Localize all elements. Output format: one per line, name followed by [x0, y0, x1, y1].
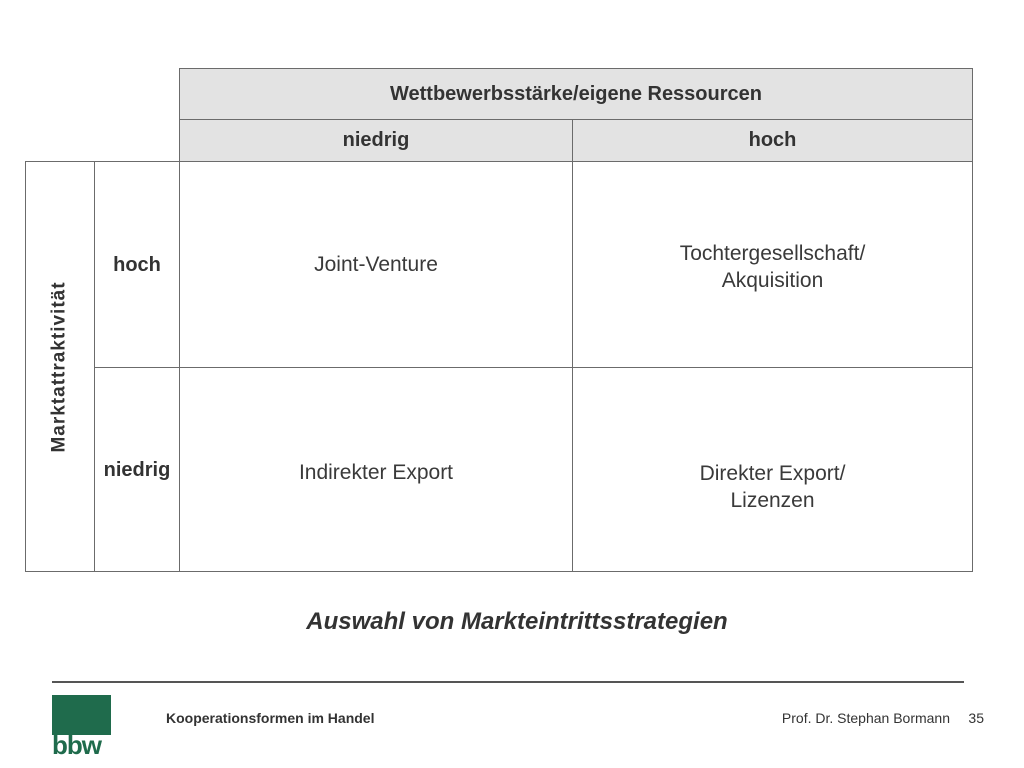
row-axis-title: Marktattraktivität: [25, 161, 95, 572]
row-header-high: hoch: [94, 161, 180, 368]
row-header-low-text: niedrig: [103, 459, 171, 481]
logo-block: [52, 695, 111, 735]
cell-text-line-2: Lizenzen: [730, 489, 815, 512]
cell-text-line-2: Akquisition: [721, 269, 824, 292]
footer-author: Prof. Dr. Stephan Bormann: [740, 710, 950, 726]
page-number: 35: [960, 710, 984, 726]
column-header-low-text: niedrig: [342, 129, 410, 151]
column-header-low: niedrig: [179, 119, 573, 162]
column-axis-title: Wettbewerbsstärke/eigene Ressourcen: [179, 68, 973, 120]
cell-text-line-1: Tochtergesellschaft/: [679, 242, 866, 265]
cell-low-attractiveness-low-strength: Indirekter Export: [179, 367, 573, 572]
column-axis-title-text: Wettbewerbsstärke/eigene Ressourcen: [389, 82, 762, 105]
footer-title-text: Kooperationsformen im Handel: [166, 710, 375, 726]
row-axis-title-text: Marktattraktivität: [49, 280, 71, 453]
cell-high-attractiveness-high-strength: Tochtergesellschaft/ Akquisition: [572, 161, 973, 368]
cell-high-attractiveness-low-strength: Joint-Venture: [179, 161, 573, 368]
footer-divider: [52, 681, 964, 683]
slide-caption-text: Auswahl von Markteintrittsstrategien: [306, 608, 728, 635]
cell-low-attractiveness-high-strength: Direkter Export/ Lizenzen: [572, 367, 973, 572]
row-header-low: niedrig: [94, 367, 180, 572]
footer-title: Kooperationsformen im Handel: [166, 710, 374, 726]
row-header-high-text: hoch: [113, 254, 161, 276]
footer-author-text: Prof. Dr. Stephan Bormann: [781, 710, 950, 726]
cell-text-joint-venture: Joint-Venture: [314, 253, 438, 276]
column-header-high: hoch: [572, 119, 973, 162]
page-number-text: 35: [968, 710, 984, 726]
cell-text-line-1: Direkter Export/: [699, 462, 846, 485]
logo-text: bbw: [52, 732, 122, 758]
logo-text-label: bbw: [52, 732, 102, 758]
cell-text-indirect-export: Indirekter Export: [298, 461, 454, 484]
column-header-high-text: hoch: [748, 129, 797, 151]
slide-caption: Auswahl von Markteintrittsstrategien: [0, 608, 1024, 636]
